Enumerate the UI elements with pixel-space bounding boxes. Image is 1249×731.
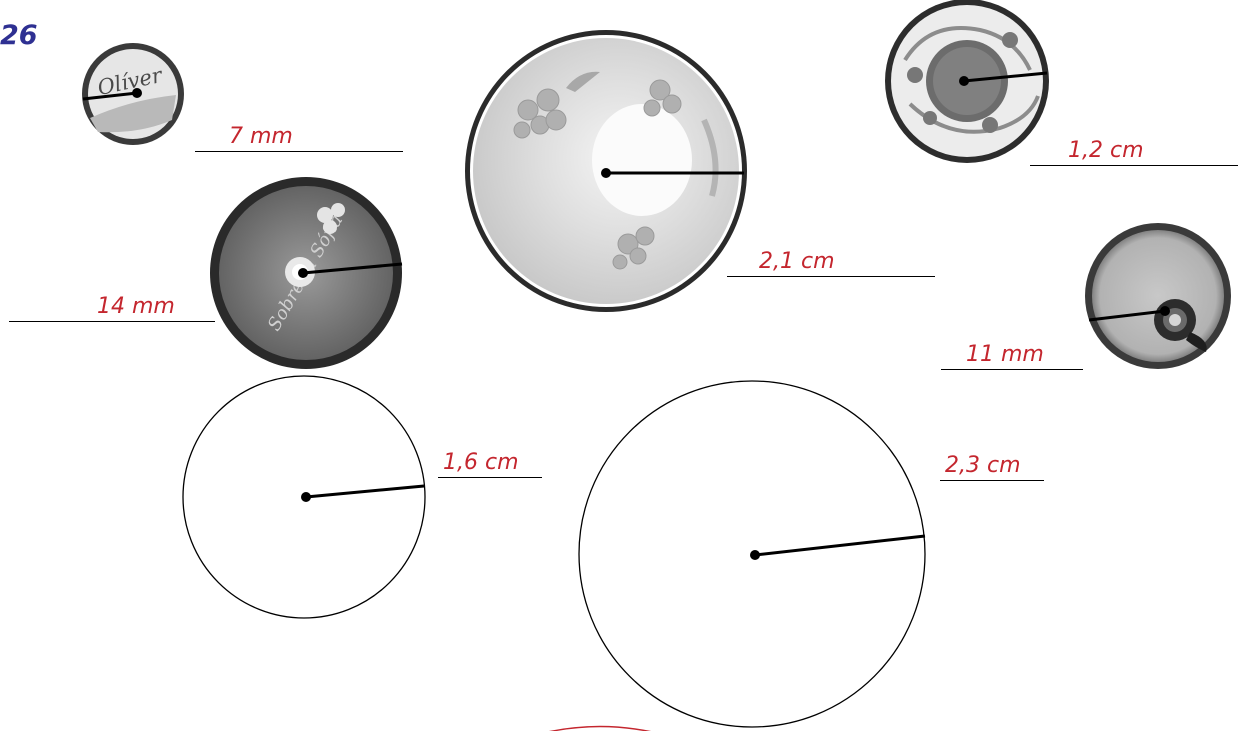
- answer-flower: 2,1 cm: [759, 249, 835, 274]
- answer-line-flower: 2,1 cm: [727, 246, 935, 277]
- answer-sobreira: 14 mm: [97, 294, 175, 319]
- circle-small-center-dot: [301, 492, 311, 502]
- answer-line-circle-large: 2,3 cm: [940, 450, 1044, 481]
- answer-line-oliver: 7 mm: [195, 121, 403, 152]
- answer-circle-small: 1,6 cm: [443, 450, 519, 475]
- circle-large: [578, 380, 926, 728]
- page-number: 26: [0, 20, 38, 51]
- answer-shank: 11 mm: [966, 342, 1044, 367]
- oliver-button: Olíver: [82, 43, 184, 145]
- answer-line-shank: 11 mm: [941, 339, 1083, 370]
- answer-creature: 1,2 cm: [1068, 138, 1144, 163]
- cropped-red-shape: [549, 725, 651, 731]
- shank-center-dot: [1160, 306, 1170, 316]
- creature-button: [885, 0, 1049, 163]
- flower-button: [465, 30, 747, 312]
- sobreira-center-dot: [298, 268, 308, 278]
- answer-line-circle-small: 1,6 cm: [438, 447, 542, 478]
- sobreira-button: Sobreira Sófia: [210, 177, 403, 369]
- circle-large-center-dot: [750, 550, 760, 560]
- flower-center-dot: [601, 168, 611, 178]
- answer-line-sobreira: 14 mm: [9, 291, 215, 322]
- oliver-center-dot: [132, 88, 142, 98]
- answer-circle-large: 2,3 cm: [945, 453, 1021, 478]
- circle-small: [182, 375, 426, 619]
- creature-center-dot: [959, 76, 969, 86]
- shank-button: [1085, 223, 1231, 369]
- answer-line-creature: 1,2 cm: [1030, 135, 1238, 166]
- answer-oliver: 7 mm: [229, 124, 293, 149]
